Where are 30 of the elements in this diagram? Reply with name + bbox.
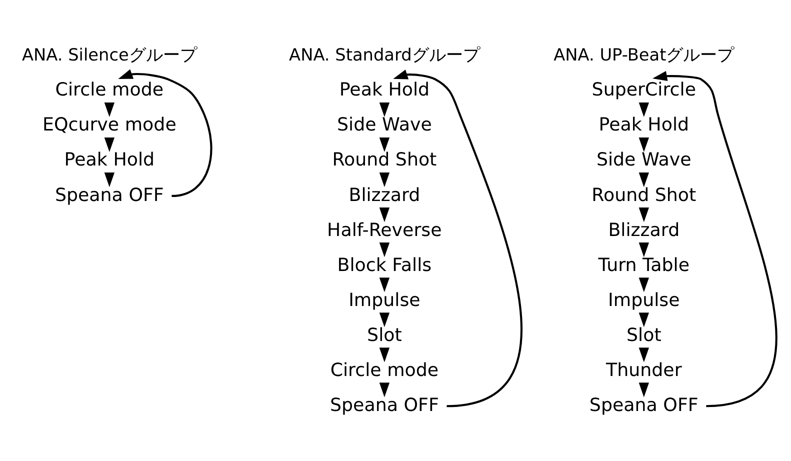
- label: ANA. UP-Beatグループ: [554, 44, 734, 64]
- node-text: Side Wave: [337, 114, 432, 136]
- node-text: Half-Reverse: [327, 219, 442, 240]
- node-text: Impulse: [608, 289, 680, 310]
- arrow: [118, 68, 212, 196]
- node-text: EQcurve mode: [42, 114, 176, 136]
- node-text: Slot: [367, 324, 402, 346]
- node-text: Thunder: [606, 359, 682, 380]
- node-text: Block Falls: [337, 254, 432, 276]
- node-text: Round Shot: [592, 184, 696, 206]
- node-text: Speana OFF: [54, 184, 164, 206]
- node-text: Peak Hold: [339, 79, 430, 100]
- label: ANA. Standardグループ: [289, 44, 480, 64]
- node-text: Circle mode: [55, 79, 164, 100]
- arrow: [652, 70, 778, 407]
- node-text: Slot: [626, 324, 662, 346]
- node-text: Impulse: [348, 289, 420, 310]
- node-text: Peak Hold: [598, 114, 690, 136]
- node-text: Speana OFF: [589, 394, 698, 416]
- label: ANA. Silenceグループ: [22, 44, 197, 64]
- node-text: Peak Hold: [64, 149, 155, 170]
- node-text: Side Wave: [596, 149, 692, 170]
- arrow: [393, 69, 522, 407]
- node-text: Blizzard: [348, 184, 420, 206]
- node-text: Speana OFF: [330, 394, 439, 416]
- node-text: SuperCircle: [592, 79, 696, 100]
- node-text: Circle mode: [330, 359, 439, 380]
- node-text: Round Shot: [332, 149, 437, 170]
- node-text: Turn Table: [598, 254, 690, 276]
- node-text: Blizzard: [608, 219, 680, 240]
